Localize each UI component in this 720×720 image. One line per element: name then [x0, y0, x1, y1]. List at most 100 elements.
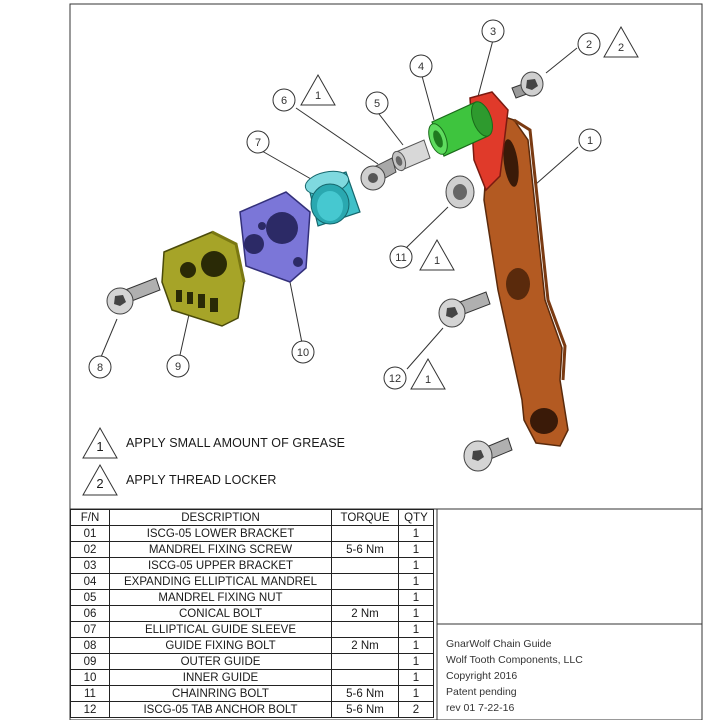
- callout-number: 5: [374, 98, 380, 110]
- tab-anchor-bolt-lower: [463, 437, 513, 472]
- callout-number: 8: [97, 362, 103, 374]
- callout-bubble-3: 3: [481, 19, 505, 43]
- title-block: GnarWolf Chain Guide Wolf Tooth Componen…: [446, 636, 583, 716]
- cell-qty: 1: [398, 605, 434, 622]
- product-name: GnarWolf Chain Guide: [446, 638, 552, 650]
- cell-fn: 10: [70, 669, 110, 686]
- callout-number: 1: [587, 135, 593, 147]
- cell-fn: 05: [70, 589, 110, 606]
- cell-qty: 1: [398, 669, 434, 686]
- cell-qty: 1: [398, 557, 434, 574]
- lower-bracket: [483, 110, 569, 447]
- callout-bubble-10: 10: [291, 340, 315, 364]
- cell-description: CHAINRING BOLT: [109, 685, 332, 702]
- cell-torque: [331, 557, 399, 574]
- note-text: APPLY SMALL AMOUNT OF GREASE: [126, 436, 346, 450]
- callout-number: 7: [255, 137, 261, 149]
- cell-torque: [331, 653, 399, 670]
- note-text: APPLY THREAD LOCKER: [126, 473, 277, 487]
- elliptical-guide-sleeve: [304, 170, 361, 227]
- cell-torque: [331, 621, 399, 638]
- cell-description: EXPANDING ELLIPTICAL MANDREL: [109, 573, 332, 590]
- callout-number: 12: [389, 373, 401, 385]
- cell-description: GUIDE FIXING BOLT: [109, 637, 332, 654]
- callout-bubble-9: 9: [166, 354, 190, 378]
- guide-fixing-bolt: [106, 277, 161, 315]
- callout-number: 6: [281, 95, 287, 107]
- chainring-bolt: [445, 175, 475, 209]
- callout-number: 11: [395, 252, 406, 264]
- flag-triangle-icon: 1: [80, 425, 120, 461]
- cell-fn: 02: [70, 541, 110, 558]
- cell-qty: 1: [398, 653, 434, 670]
- tab-anchor-bolt-upper: [438, 291, 491, 328]
- callout-bubble-1: 1: [578, 128, 602, 152]
- revision-text: rev 01 7-22-16: [446, 702, 515, 714]
- cell-torque: 2 Nm: [331, 637, 399, 654]
- cell-qty: 1: [398, 637, 434, 654]
- flag-triangle-icon: 1: [419, 238, 455, 271]
- cell-description: MANDREL FIXING NUT: [109, 589, 332, 606]
- cell-qty: 1: [398, 621, 434, 638]
- header-fn: F/N: [70, 509, 110, 526]
- callout-bubble-6: 6: [272, 88, 296, 112]
- inner-guide: [239, 191, 311, 283]
- company-name: Wolf Tooth Components, LLC: [446, 654, 583, 666]
- flag-number: 1: [315, 90, 321, 102]
- callout-number: 2: [586, 39, 592, 51]
- leader-lines: [100, 39, 579, 370]
- sheet-border: [69, 3, 703, 720]
- callout-bubble-8: 8: [88, 355, 112, 379]
- cell-torque: 5-6 Nm: [331, 685, 399, 702]
- cell-qty: 1: [398, 589, 434, 606]
- flag-number: 1: [425, 374, 431, 386]
- cell-torque: 2 Nm: [331, 605, 399, 622]
- patent-text: Patent pending: [446, 686, 517, 698]
- cell-description: ELLIPTICAL GUIDE SLEEVE: [109, 621, 332, 638]
- cell-fn: 06: [70, 605, 110, 622]
- cell-torque: 5-6 Nm: [331, 541, 399, 558]
- flag-number: 1: [434, 255, 440, 267]
- cell-torque: [331, 573, 399, 590]
- copyright-text: Copyright 2016: [446, 670, 518, 682]
- cell-torque: [331, 669, 399, 686]
- note-thread-locker: 2 APPLY THREAD LOCKER: [80, 462, 277, 498]
- callout-number: 4: [418, 61, 424, 73]
- cell-description: OUTER GUIDE: [109, 653, 332, 670]
- cell-torque: [331, 589, 399, 606]
- callout-bubble-4: 4: [409, 54, 433, 78]
- cell-fn: 09: [70, 653, 110, 670]
- cell-qty: 1: [398, 573, 434, 590]
- flag-triangle-icon: 2: [603, 25, 639, 58]
- callout-bubble-11: 11: [389, 245, 413, 269]
- cell-description: ISCG-05 UPPER BRACKET: [109, 557, 332, 574]
- flag-number: 2: [618, 42, 624, 54]
- callout-number: 9: [175, 361, 181, 373]
- cell-fn: 01: [70, 525, 110, 542]
- cell-fn: 04: [70, 573, 110, 590]
- cell-fn: 08: [70, 637, 110, 654]
- note-symbol: 1: [96, 439, 104, 454]
- cell-fn: 03: [70, 557, 110, 574]
- cell-description: CONICAL BOLT: [109, 605, 332, 622]
- cell-description: ISCG-05 TAB ANCHOR BOLT: [109, 701, 332, 718]
- callout-number: 3: [490, 26, 496, 38]
- cell-fn: 07: [70, 621, 110, 638]
- cell-fn: 12: [70, 701, 110, 718]
- callout-bubble-5: 5: [365, 91, 389, 115]
- expanding-mandrel: [428, 101, 493, 157]
- header-torque: TORQUE: [331, 509, 399, 526]
- outer-guide: [161, 230, 246, 327]
- cell-torque: [331, 525, 399, 542]
